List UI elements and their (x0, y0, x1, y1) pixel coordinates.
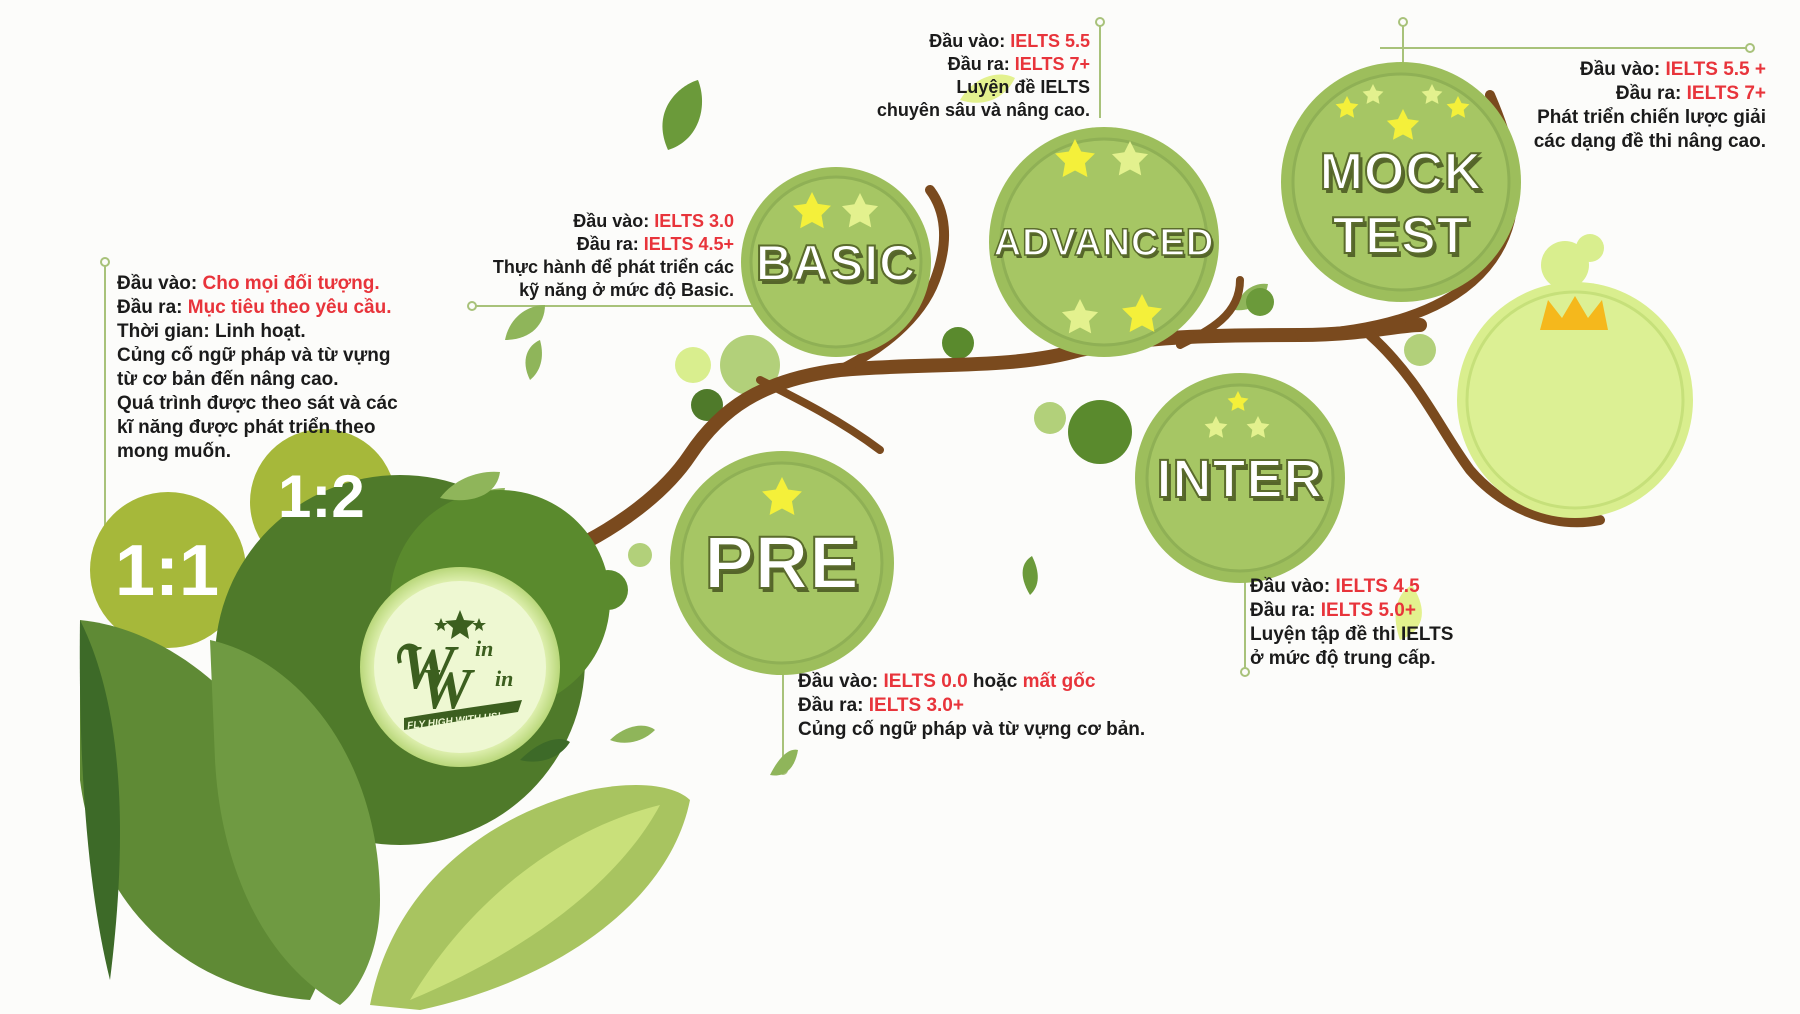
ratio-one-to-two: 1:2 (278, 463, 365, 530)
info-advanced: Đầu vào: IELTS 5.5 Đầu ra: IELTS 7+ Luyệ… (876, 31, 1090, 120)
level-mock-line1: MOCK (1319, 142, 1483, 202)
ratio-one-to-one: 1:1 (115, 531, 220, 611)
connector-lines (104, 22, 1750, 770)
level-advanced: ADVANCED (993, 221, 1215, 265)
info-one-on-one: Đầu vào: Cho mọi đối tượng. Đầu ra: Mục … (117, 273, 398, 462)
logo-star-icon (445, 610, 475, 639)
info-mock-test: Đầu vào: IELTS 5.5 + Đầu ra: IELTS 7+ Ph… (1533, 59, 1766, 152)
level-basic: BASIC (755, 234, 917, 292)
info-inter: Đầu vào: IELTS 4.5 Đầu ra: IELTS 5.0+ Lu… (1250, 576, 1454, 669)
info-basic: Đầu vào: IELTS 3.0 Đầu ra: IELTS 4.5+ Th… (492, 211, 734, 300)
level-mock-line2: TEST (1332, 206, 1470, 266)
logo-text-1: in (475, 636, 494, 661)
crown-icon (1540, 296, 1608, 330)
level-circles (670, 62, 1693, 675)
level-pre: PRE (703, 520, 860, 605)
info-pre: Đầu vào: IELTS 0.0 hoặc mất gốc Đầu ra: … (798, 671, 1146, 740)
logo: W W (360, 567, 560, 767)
logo-w-1: W (400, 634, 459, 702)
logo-text-2: in (495, 666, 514, 691)
level-inter: INTER (1156, 448, 1324, 510)
